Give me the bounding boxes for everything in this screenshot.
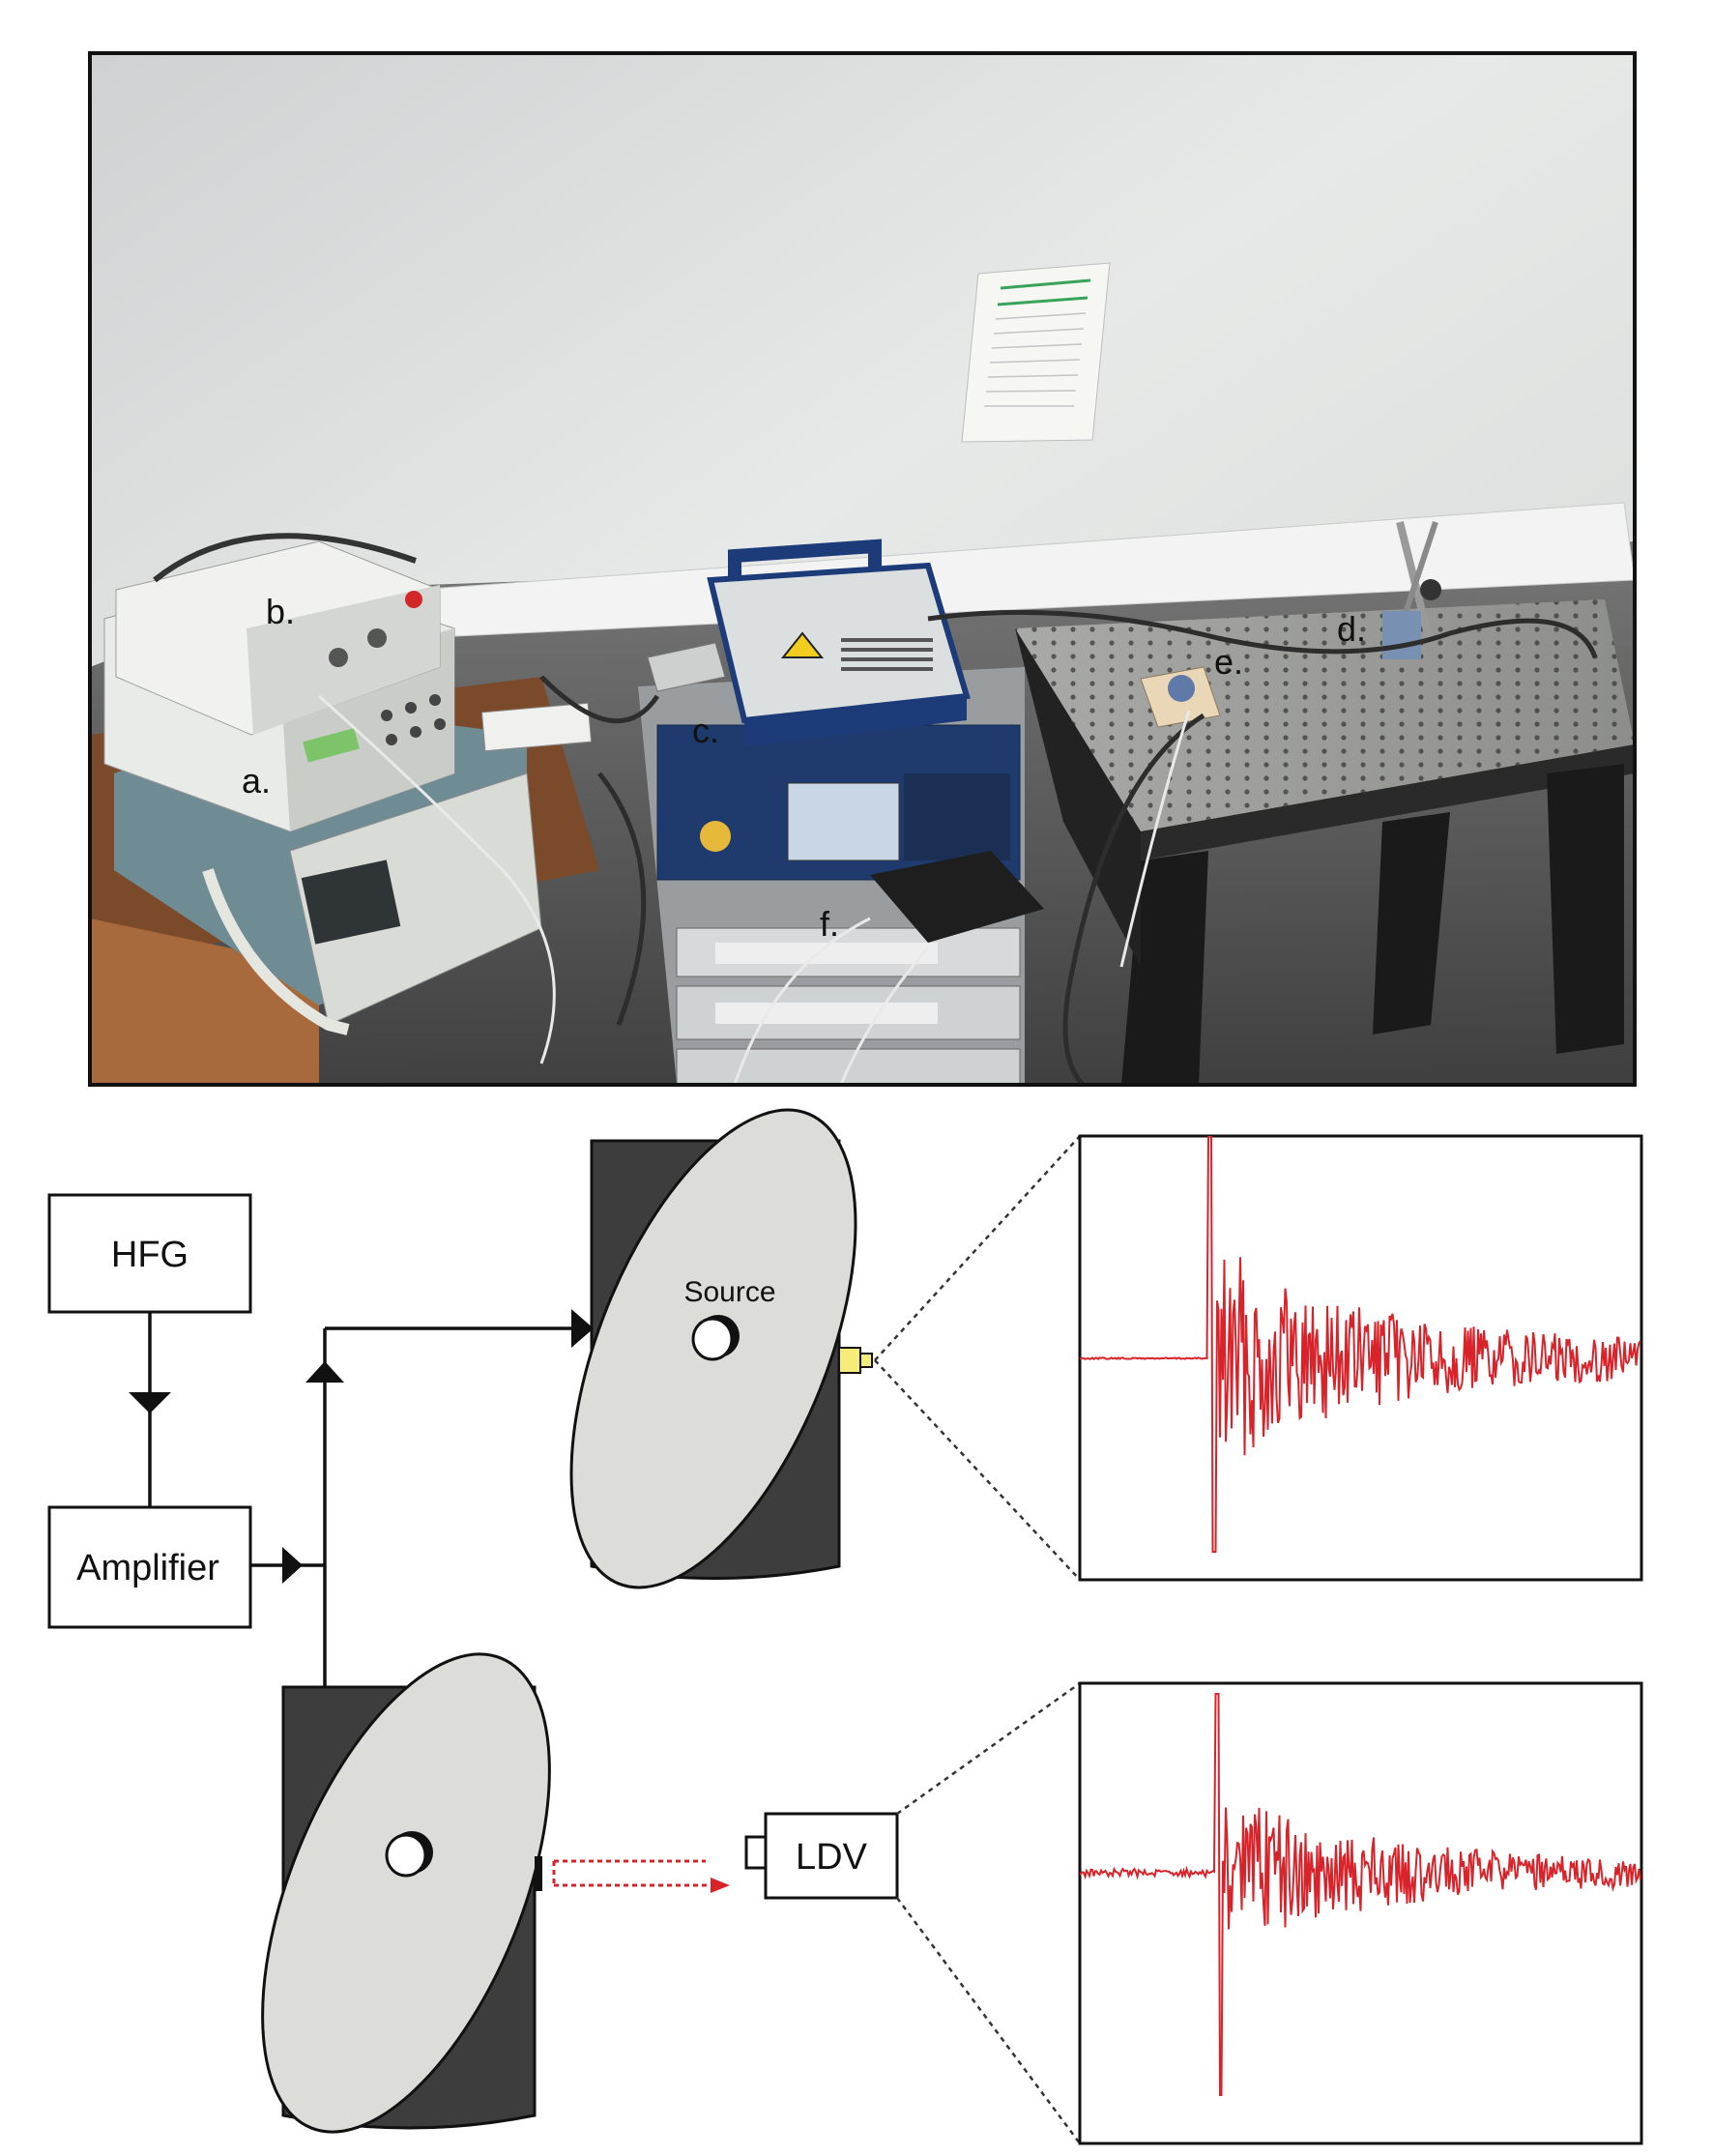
- source-label: Source: [683, 1276, 775, 1308]
- hfg-block: HFG: [47, 1193, 252, 1314]
- branch-up-arrow: [305, 1361, 344, 1383]
- amplifier-block: Amplifier: [47, 1505, 252, 1629]
- top-signal-trace: [1080, 1136, 1641, 1553]
- lab-setup-photo: a. b. c. d. e. f.: [90, 53, 1635, 1085]
- photo-label-f: f.: [820, 904, 839, 944]
- top-mount: Source: [569, 1108, 857, 1589]
- laser-vibrometer-head: [647, 539, 971, 746]
- photo-cables-white: [318, 694, 1191, 1085]
- instrument-rack: [638, 667, 1044, 1085]
- photo-frame: [88, 51, 1637, 1087]
- ldv-label: LDV: [796, 1837, 868, 1878]
- photo-cables: [539, 609, 1598, 1085]
- photo-label-a: a.: [242, 761, 271, 801]
- bottom-signal-plot: [1078, 1681, 1643, 2145]
- zoom-connectors: [874, 1135, 1082, 2144]
- sensor-post: [1382, 521, 1441, 659]
- amplifier-out-arrow: [282, 1547, 303, 1584]
- top-sensor: [838, 1347, 873, 1374]
- hfg-label: HFG: [111, 1235, 189, 1275]
- bottom-mount: [261, 1652, 551, 2134]
- photo-label-d: d.: [1337, 609, 1366, 649]
- amplifier-unit: [115, 533, 441, 736]
- wall-poster: [961, 262, 1111, 443]
- amplifier-label: Amplifier: [76, 1548, 219, 1588]
- sample-specimen: [1140, 666, 1221, 728]
- hfg-amplifier-arrow: [129, 1392, 171, 1413]
- photo-label-e: e.: [1214, 642, 1243, 682]
- top-signal-plot: [1078, 1134, 1643, 1582]
- ldv-block: LDV: [744, 1812, 899, 1900]
- laser-beam-path: [552, 1859, 730, 1893]
- bottom-signal-trace: [1080, 1693, 1641, 2096]
- photo-label-b: b.: [266, 592, 295, 631]
- source-in-arrow: [571, 1309, 594, 1348]
- photo-label-c: c.: [692, 711, 719, 750]
